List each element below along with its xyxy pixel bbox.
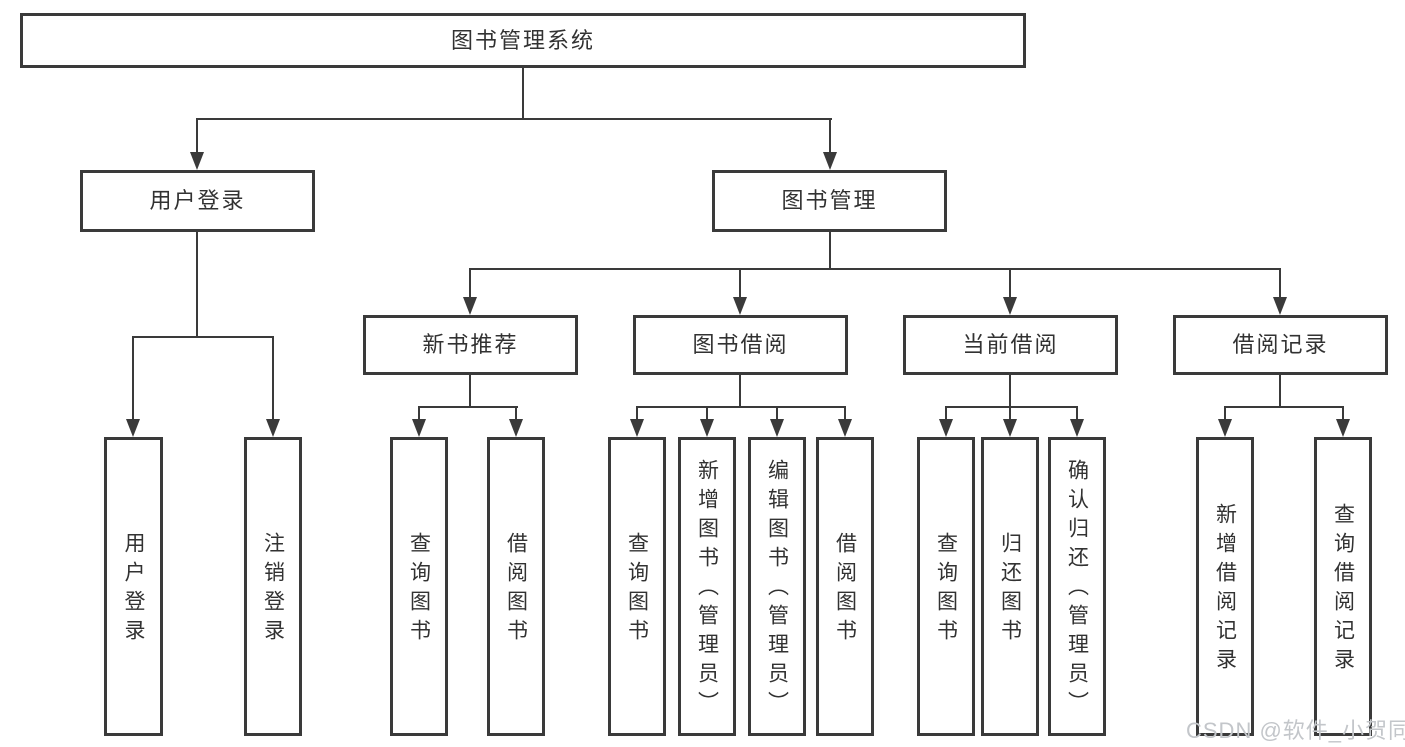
connector-line <box>469 268 1281 270</box>
connector-line <box>469 375 471 408</box>
connector-line <box>706 406 708 421</box>
connector-line <box>418 406 420 421</box>
arrow-down-icon <box>1003 297 1017 315</box>
connector-line <box>829 118 831 154</box>
arrow-down-icon <box>266 419 280 437</box>
connector-line <box>132 336 274 338</box>
connector-line <box>196 118 832 120</box>
arrow-down-icon <box>939 419 953 437</box>
node-borrowing-records: 借阅记录 <box>1173 315 1388 375</box>
connector-line <box>418 406 518 408</box>
leaf-query-books: 查询图书 <box>917 437 975 736</box>
connector-line <box>739 268 741 299</box>
arrow-down-icon <box>1273 297 1287 315</box>
arrow-down-icon <box>509 419 523 437</box>
watermark-csdn: CSDN @软件_小贺同学 <box>1186 718 1405 743</box>
arrow-down-icon <box>463 297 477 315</box>
node-book-management: 图书管理 <box>712 170 947 232</box>
node-user-login: 用户登录 <box>80 170 315 232</box>
connector-line <box>515 406 517 421</box>
arrow-down-icon <box>412 419 426 437</box>
connector-line <box>1076 406 1078 421</box>
connector-line <box>272 336 274 421</box>
arrow-down-icon <box>823 152 837 170</box>
connector-line <box>1224 406 1344 408</box>
arrow-down-icon <box>1003 419 1017 437</box>
leaf-borrow-books: 借阅图书 <box>816 437 874 736</box>
connector-line <box>1279 375 1281 408</box>
node-library-management-system: 图书管理系统 <box>20 13 1026 68</box>
node-book-borrowing: 图书借阅 <box>633 315 848 375</box>
leaf-confirm-return-admin: 确认归还（管理员） <box>1048 437 1106 736</box>
arrow-down-icon <box>1070 419 1084 437</box>
node-new-book-recommendation: 新书推荐 <box>363 315 578 375</box>
leaf-query-books: 查询图书 <box>608 437 666 736</box>
leaf-add-books-admin: 新增图书（管理员） <box>678 437 736 736</box>
arrow-down-icon <box>770 419 784 437</box>
leaf-borrow-books: 借阅图书 <box>487 437 545 736</box>
leaf-add-borrow-record: 新增借阅记录 <box>1196 437 1254 736</box>
connector-line <box>1009 406 1011 421</box>
connector-line <box>1224 406 1226 421</box>
connector-line <box>636 406 846 408</box>
connector-line <box>196 118 198 154</box>
connector-line <box>945 406 947 421</box>
arrow-down-icon <box>838 419 852 437</box>
connector-line <box>739 375 741 408</box>
arrow-down-icon <box>733 297 747 315</box>
arrow-down-icon <box>1336 419 1350 437</box>
connector-line <box>829 232 831 270</box>
connector-line <box>776 406 778 421</box>
connector-line <box>522 68 524 119</box>
node-current-borrowing: 当前借阅 <box>903 315 1118 375</box>
connector-line <box>1279 268 1281 299</box>
leaf-return-books: 归还图书 <box>981 437 1039 736</box>
connector-line <box>469 268 471 299</box>
arrow-down-icon <box>126 419 140 437</box>
connector-line <box>844 406 846 421</box>
leaf-query-books: 查询图书 <box>390 437 448 736</box>
connector-line <box>1009 375 1011 408</box>
connector-line <box>1342 406 1344 421</box>
connector-line <box>132 336 134 421</box>
leaf-edit-books-admin: 编辑图书（管理员） <box>748 437 806 736</box>
connector-line <box>945 406 1078 408</box>
leaf-query-borrow-record: 查询借阅记录 <box>1314 437 1372 736</box>
connector-line <box>1009 268 1011 299</box>
leaf-logout: 注销登录 <box>244 437 302 736</box>
leaf-user-login: 用户登录 <box>104 437 163 736</box>
arrow-down-icon <box>700 419 714 437</box>
connector-line <box>636 406 638 421</box>
arrow-down-icon <box>190 152 204 170</box>
arrow-down-icon <box>630 419 644 437</box>
connector-line <box>196 232 198 338</box>
arrow-down-icon <box>1218 419 1232 437</box>
